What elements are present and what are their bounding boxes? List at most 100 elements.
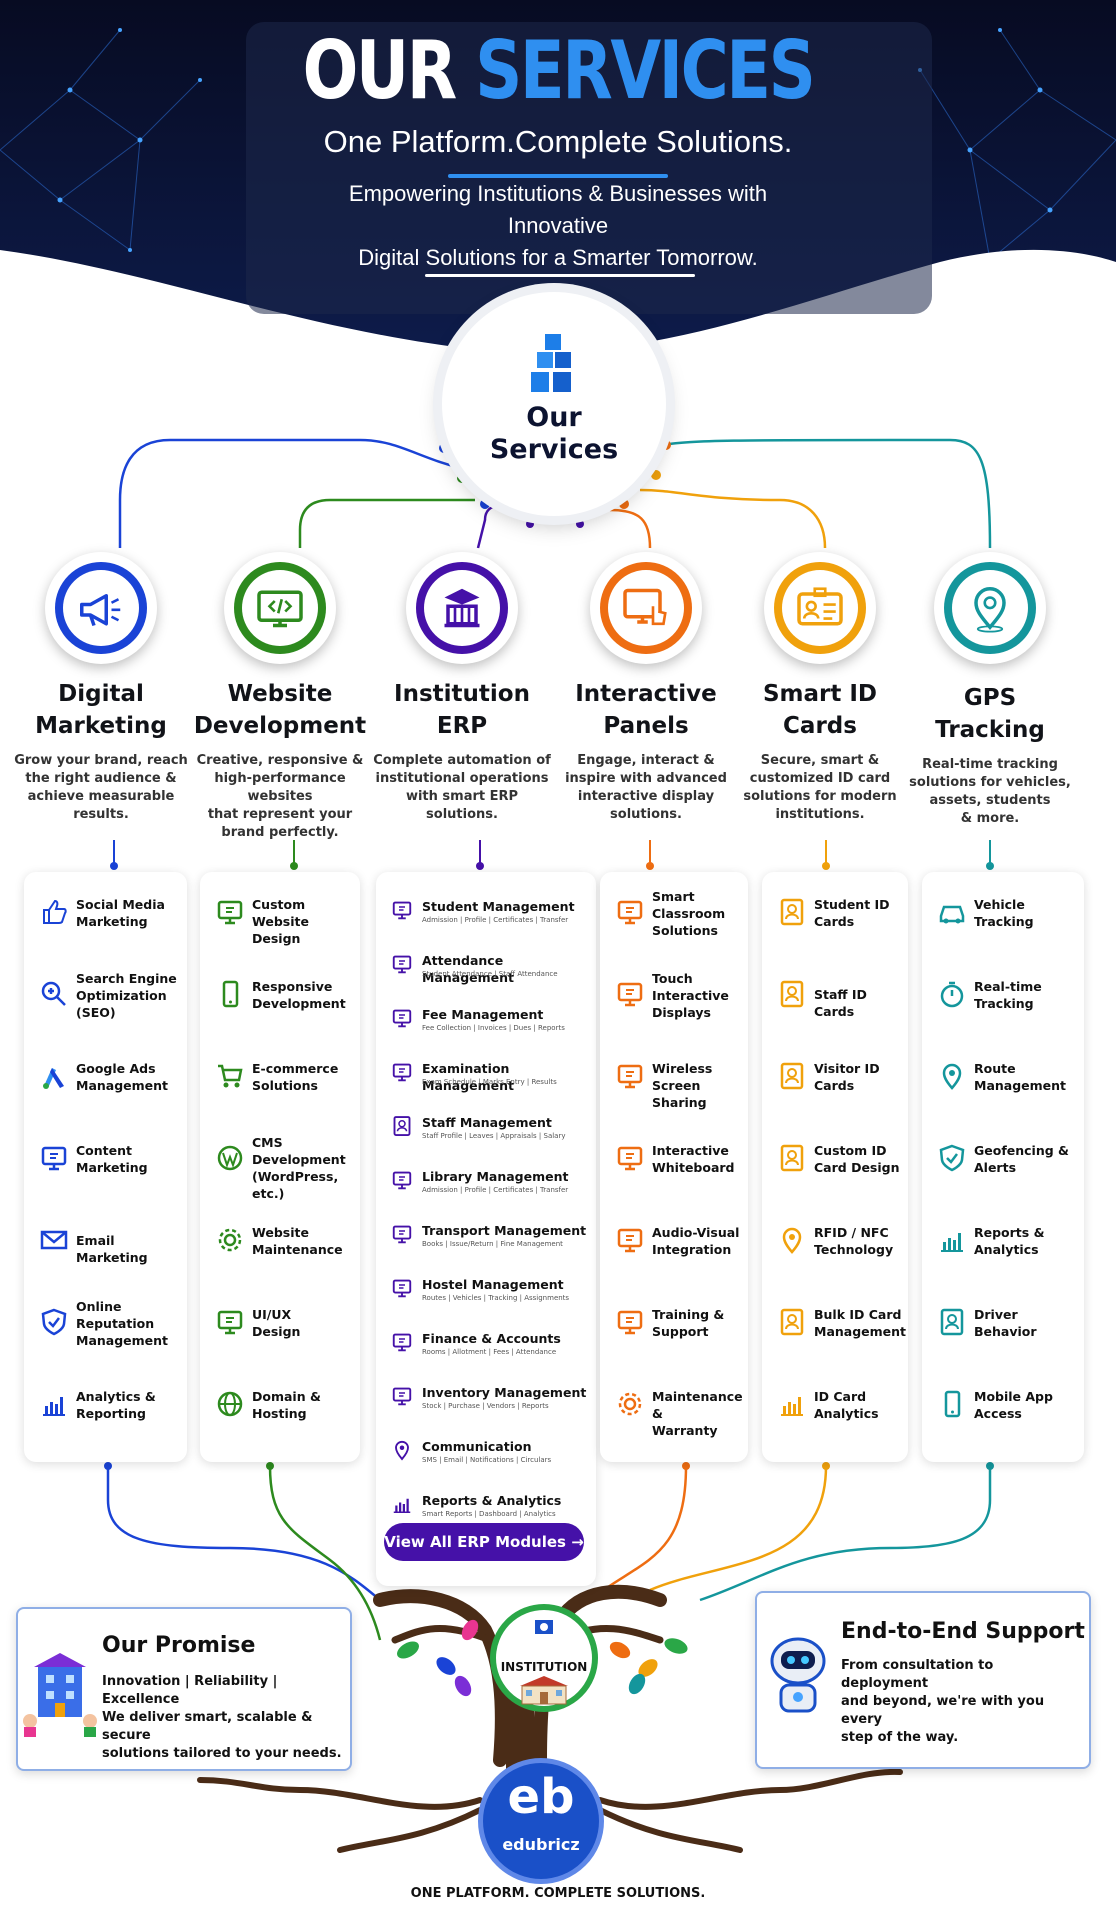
finance-icon xyxy=(392,1333,412,1352)
connector-dots xyxy=(439,440,671,528)
cubes-icon xyxy=(531,334,571,392)
our-promise-card: Our Promise Innovation | Reliability | E… xyxy=(16,1607,352,1771)
location-icon xyxy=(395,1440,409,1461)
website-service-description: Creative, responsive &high-performance w… xyxy=(196,753,364,840)
fee-icon xyxy=(392,1009,412,1028)
id-card-icon xyxy=(797,587,843,626)
hero-subtitle: Empowering Institutions & Businesses wit… xyxy=(348,181,768,270)
location-pin-icon xyxy=(974,587,1006,633)
support-title: End-to-End Support xyxy=(841,1619,1085,1644)
thumbs-up-icon xyxy=(43,899,67,924)
tagline: One Platform.Complete Solutions. xyxy=(323,124,793,159)
footer-tagline: ONE PLATFORM. COMPLETE SOLUTIONS. xyxy=(410,1886,706,1901)
erp-module-sub: Student Attendance | Staff Attendance xyxy=(422,970,558,978)
globe-icon xyxy=(217,1391,243,1417)
transport-icon xyxy=(392,1225,412,1244)
view-all-erp-button[interactable]: View All ERP Modules → xyxy=(384,1523,584,1561)
panels-service-ring xyxy=(590,552,702,664)
erp-module-sub: Books | Issue/Return | Fine Management xyxy=(422,1240,563,1248)
pen-icon xyxy=(217,1310,243,1335)
service-stubs xyxy=(110,840,994,870)
institution-badge: INSTITUTION xyxy=(490,1604,598,1712)
connector-gps xyxy=(659,438,992,549)
erp-module-sub: Fee Collection | Invoices | Dues | Repor… xyxy=(422,1024,565,1032)
edubricz-logo: eb edubricz xyxy=(478,1758,604,1884)
ring-fill xyxy=(55,562,147,654)
school-icon xyxy=(520,1676,568,1705)
ring-fill xyxy=(600,562,692,654)
erp-module-label: Staff Management xyxy=(422,1115,552,1130)
megaphone-icon xyxy=(80,594,121,627)
audio-visual-icon xyxy=(617,1228,643,1253)
network-lines xyxy=(0,29,1116,261)
erp-module-sub: Rooms | Allotment | Fees | Attendance xyxy=(422,1348,557,1356)
geofence-shield-icon xyxy=(939,1144,965,1172)
erp-module-label: Communication xyxy=(422,1439,532,1454)
tools-icon xyxy=(618,1392,642,1416)
connector-website xyxy=(298,498,476,548)
erp-module-label: Student Management xyxy=(422,899,575,914)
subtitle-underline xyxy=(425,274,695,277)
hero-panel xyxy=(246,22,932,314)
erp-module-label: Finance & Accounts xyxy=(422,1331,561,1346)
car-icon xyxy=(939,905,965,924)
bulk-id-icon xyxy=(780,1308,804,1336)
erp-module-sub: Admission | Profile | Certificates | Tra… xyxy=(422,1186,569,1194)
institution-label: INSTITUTION xyxy=(500,1660,588,1674)
erp-module-label: Fee Management xyxy=(422,1007,544,1022)
rfid-pin-icon xyxy=(782,1227,802,1254)
page-title: OUR SERVICES xyxy=(302,24,816,117)
visitor-id-icon xyxy=(780,1062,804,1090)
erp-service-ring xyxy=(406,552,518,664)
driver-icon xyxy=(940,1308,964,1336)
library-icon xyxy=(392,1171,412,1190)
ring-fill xyxy=(416,562,508,654)
logo-name: edubricz xyxy=(502,1835,580,1854)
hostel-icon xyxy=(392,1279,412,1298)
classroom-icon xyxy=(617,900,643,925)
erp-module-label: Hostel Management xyxy=(422,1277,564,1292)
erp-module-sub: SMS | Email | Notifications | Circulars xyxy=(422,1456,552,1464)
stopwatch-icon xyxy=(940,981,964,1008)
erp-module-sub: Exam Schedule | Marks Entry | Results xyxy=(422,1078,557,1086)
content-edit-icon xyxy=(41,1146,67,1171)
erp-module-sub: Smart Reports | Dashboard | Analytics xyxy=(422,1510,556,1518)
tree-connectors xyxy=(106,1465,992,1641)
shopping-cart-icon xyxy=(218,1064,243,1088)
touch-icon xyxy=(617,982,643,1007)
connector-erp xyxy=(476,504,521,549)
erp-module-sub: Stock | Purchase | Vendors | Reports xyxy=(422,1402,549,1410)
touch-screen-icon xyxy=(623,588,667,626)
end-to-end-support-card: End-to-End Support From consultation to … xyxy=(755,1591,1091,1769)
service-item-label: Email Marketing xyxy=(76,1233,148,1265)
service-item-label: Training &Support xyxy=(652,1307,725,1339)
route-icon xyxy=(942,1063,962,1090)
erp-module-label: Inventory Management xyxy=(422,1385,587,1400)
google-ads-icon xyxy=(43,1068,64,1089)
erp-module-label: Transport Management xyxy=(422,1223,587,1238)
